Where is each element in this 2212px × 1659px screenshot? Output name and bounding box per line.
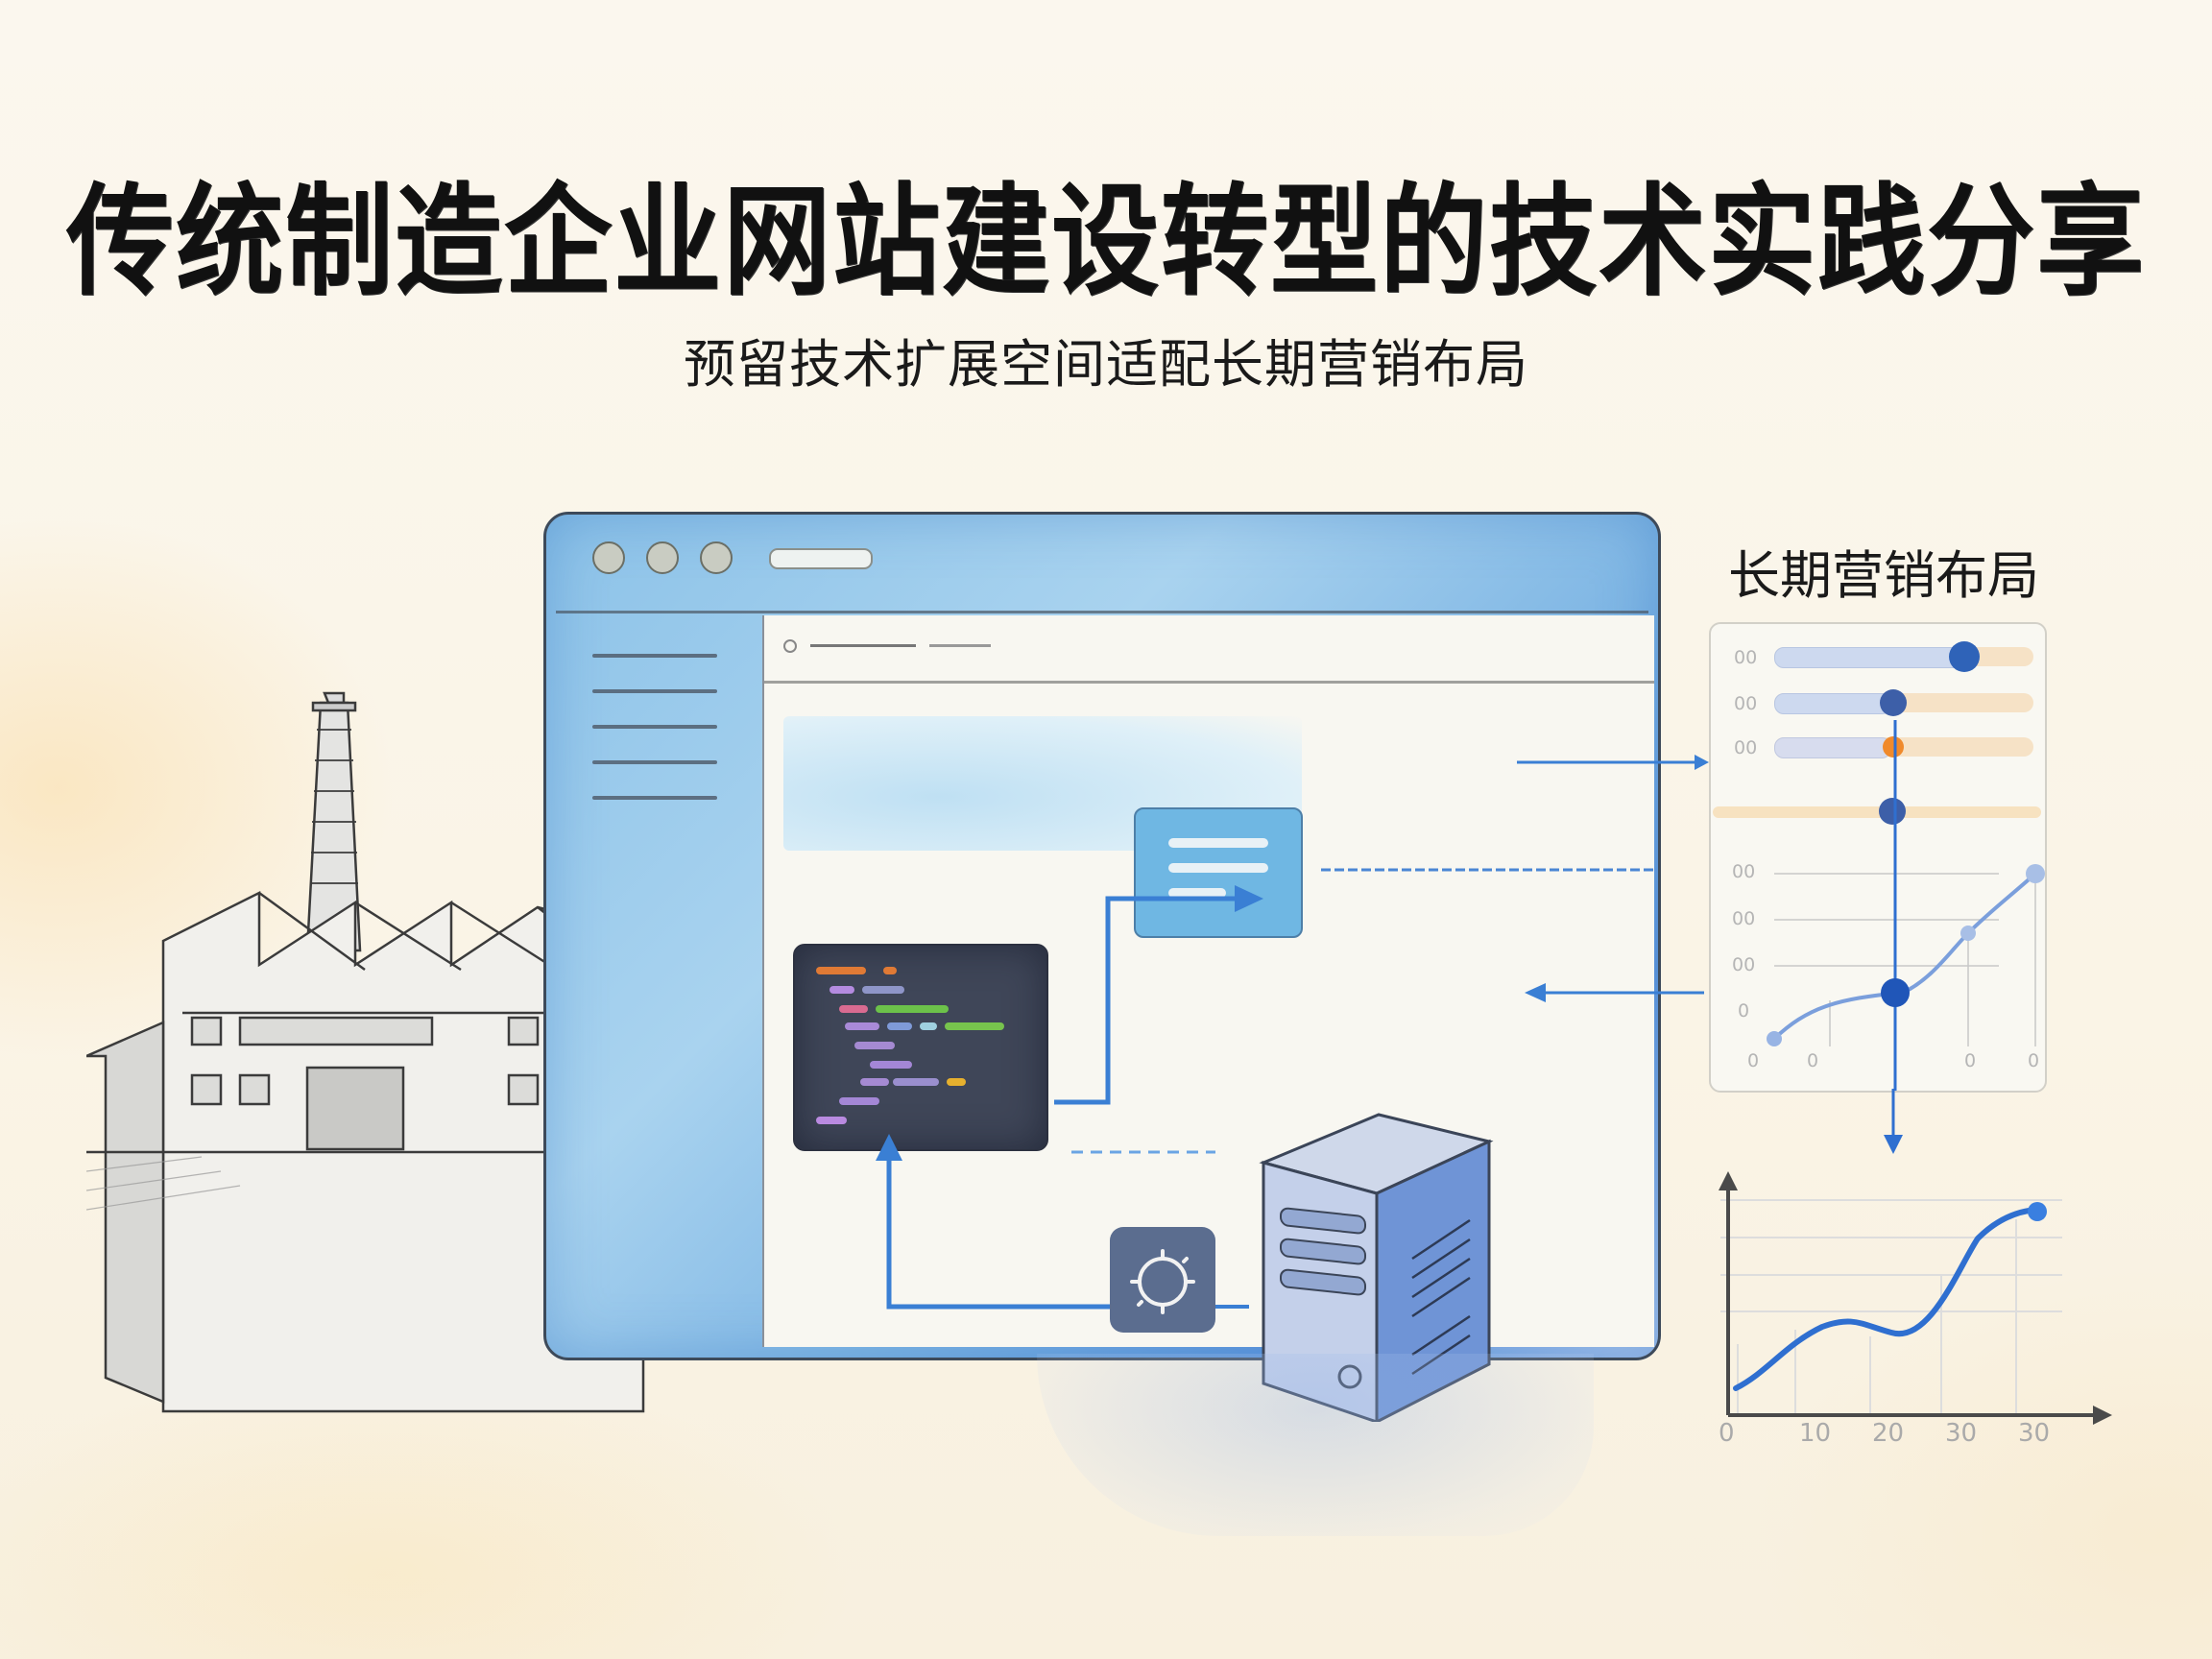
x-axis-labels: 0 10 20 30 30 — [1699, 1419, 2122, 1457]
factory-icon — [86, 691, 759, 1413]
server-tower-icon — [1259, 1113, 1494, 1422]
x-tick-label: 20 — [1872, 1419, 1905, 1448]
page-subtitle: 预留技术扩展空间适配长期营销布局 — [684, 334, 1528, 395]
mini-x-label: 0 — [1807, 1050, 1819, 1071]
mini-y-label: 0 — [1738, 1000, 1750, 1022]
toolbar-divider — [556, 611, 1648, 613]
mini-x-label: 0 — [2028, 1050, 2040, 1071]
code-editor-icon — [793, 944, 1048, 1151]
mini-y-label: 00 — [1732, 954, 1756, 975]
marketing-layout-title: 长期营销布局 — [1728, 545, 2039, 606]
slider-label: 00 — [1734, 737, 1758, 758]
sidebar-line[interactable] — [592, 725, 717, 729]
slider-knob[interactable] — [1883, 736, 1904, 757]
connector-arrows — [1517, 755, 1709, 1002]
sidebar-line[interactable] — [592, 760, 717, 764]
window-dot-minimize[interactable] — [646, 541, 679, 574]
slider-knob[interactable] — [1880, 689, 1907, 716]
mini-x-label: 0 — [1747, 1050, 1760, 1071]
x-tick-label: 0 — [1719, 1419, 1735, 1448]
window-dot-close[interactable] — [592, 541, 625, 574]
timeline-knob[interactable] — [1879, 798, 1906, 825]
mini-x-label: 0 — [1964, 1050, 1977, 1071]
content-area — [762, 615, 1654, 1422]
marketing-dashboard-panel: 00 00 00 00 00 00 0 0 0 0 0 — [1709, 622, 2047, 1093]
content-divider — [764, 681, 1654, 684]
sidebar-line[interactable] — [592, 654, 717, 658]
watercolor-wash — [1037, 1354, 1594, 1536]
window-dot-maximize[interactable] — [700, 541, 733, 574]
sidebar-menu — [592, 654, 717, 831]
mini-y-label: 00 — [1732, 861, 1756, 882]
down-arrow-icon — [1884, 1089, 1903, 1154]
gear-icon — [1110, 1227, 1215, 1333]
breadcrumb-placeholder — [810, 644, 916, 647]
x-tick-label: 30 — [2018, 1419, 2051, 1448]
growth-line-chart — [1719, 1171, 2112, 1425]
document-card-icon — [1134, 807, 1303, 938]
page-title: 传统制造企业网站建设转型的技术实践分享 — [66, 171, 2146, 312]
timeline-band — [1713, 806, 2041, 818]
breadcrumb-placeholder — [929, 644, 991, 647]
slider-knob[interactable] — [1949, 641, 1980, 672]
sidebar-line[interactable] — [592, 689, 717, 693]
x-tick-label: 30 — [1945, 1419, 1978, 1448]
window-controls — [592, 541, 733, 574]
mini-y-label: 00 — [1732, 908, 1756, 929]
slider-label: 00 — [1734, 647, 1758, 668]
browser-window — [543, 512, 1661, 1422]
breadcrumb-dot-icon — [783, 639, 797, 653]
flow-arrows — [876, 868, 1654, 1310]
x-tick-label: 10 — [1799, 1419, 1832, 1448]
mini-line-chart — [1767, 720, 2045, 1091]
address-bar[interactable] — [769, 548, 873, 569]
slider-label: 00 — [1734, 693, 1758, 714]
sidebar-line[interactable] — [592, 796, 717, 800]
